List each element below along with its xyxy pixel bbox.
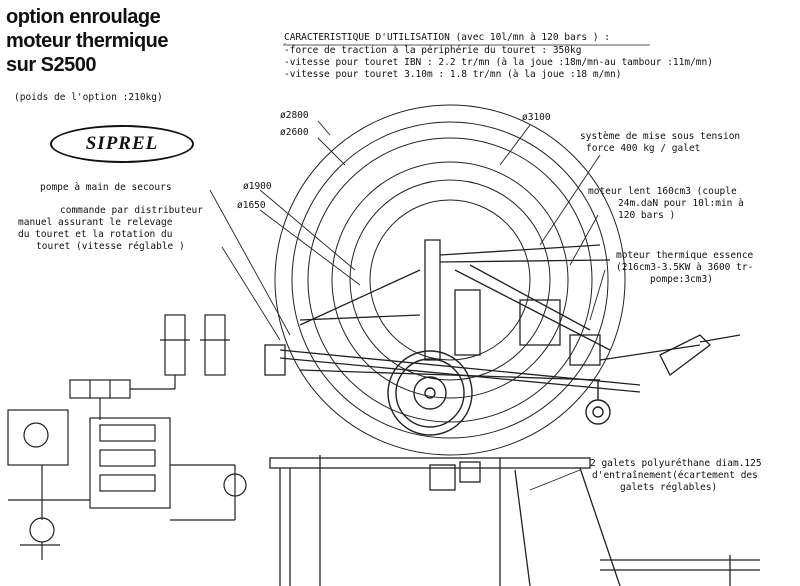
dimension-1650: ø1650 (237, 200, 266, 211)
hydraulic-schematic (7, 314, 247, 560)
annotation-moteur-lent-3: 120 bars ) (618, 210, 676, 221)
annotation-pompe: pompe à main de secours (40, 182, 172, 193)
wheel (387, 350, 611, 436)
annotation-moteur-lent-2: 24m.daN pour 10l:min à (618, 198, 744, 209)
machine-frame (264, 239, 741, 393)
bottom-view (269, 455, 760, 586)
reel-circles (274, 104, 626, 456)
annotation-tension-2: force 400 kg / galet (586, 143, 701, 154)
annotation-commande-3: du touret et la rotation du (18, 229, 173, 240)
title-line-2: moteur thermique (6, 30, 169, 52)
dimension-3100: ø3100 (522, 112, 551, 123)
annotation-tension-1: système de mise sous tension (580, 131, 741, 142)
dimension-2800: ø2800 (280, 110, 309, 121)
annotation-moteur-lent-1: moteur lent 160cm3 (couple (588, 186, 737, 197)
characteristics-line-3: -vitesse pour touret 3.10m : 1.8 tr/mn (… (284, 69, 622, 80)
annotation-galets-3: galets réglables) (620, 482, 718, 493)
annotation-commande-1: commande par distributeur (60, 205, 203, 216)
annotation-moteur-thermique-2: (216cm3-3.5KW à 3600 tr- (616, 262, 754, 273)
annotation-commande-4: touret (vitesse réglable ) (36, 241, 185, 252)
characteristics-line-1: -force de traction à la périphérie du to… (284, 45, 582, 56)
annotation-moteur-thermique-3: pompe:3cm3) (650, 274, 713, 285)
annotation-galets-2: d'entraînement(écartement des (592, 470, 758, 481)
characteristics-line-2: -vitesse pour touret IBN : 2.2 tr/mn (à … (284, 57, 713, 68)
weight-note: (poids de l'option :210kg) (14, 92, 163, 103)
title-line-1: option enroulage (6, 6, 161, 28)
dimension-2600: ø2600 (280, 127, 309, 138)
siprel-logo: SIPREL (50, 125, 194, 163)
title-line-3: sur S2500 (6, 54, 97, 76)
annotation-commande-2: manuel assurant le relevage (18, 217, 173, 228)
annotation-galets-1: 2 galets polyuréthane diam.125 (590, 458, 762, 469)
annotation-moteur-thermique-1: moteur thermique essence (616, 250, 754, 261)
characteristics-heading: CARACTERISTIQUE D'UTILISATION (avec 10l/… (284, 32, 611, 43)
dimension-1900: ø1900 (243, 181, 272, 192)
leader-lines (209, 43, 606, 491)
